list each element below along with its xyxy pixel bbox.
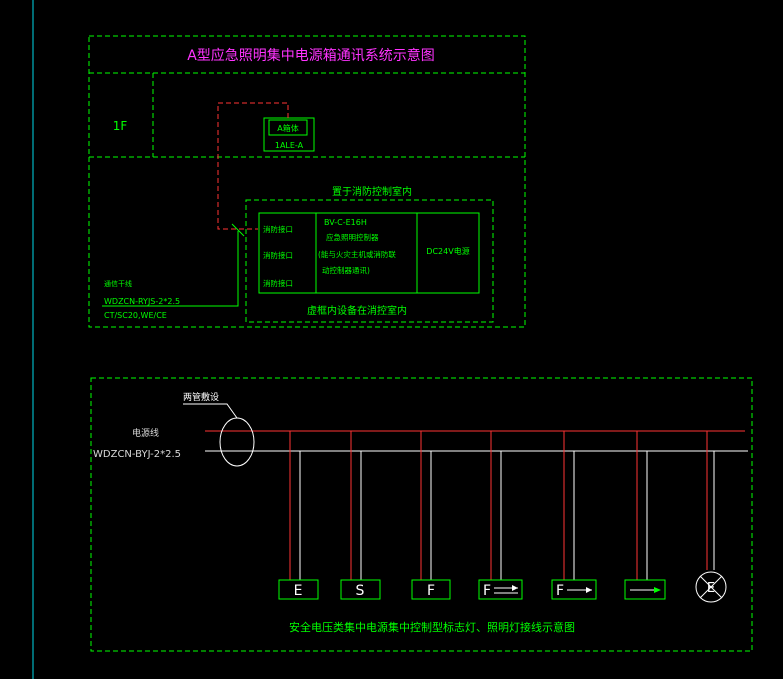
fixture-box-4 <box>478 579 523 600</box>
direction-arrow-icon <box>654 587 661 593</box>
fixture-label-4: F <box>483 583 491 599</box>
a-box-id: 1ALE-A <box>275 141 304 150</box>
fixture-emergency-lamp: E <box>695 571 727 603</box>
a-box-frame <box>263 117 315 152</box>
control-room-note: 虚框内设备在消控室内 <box>307 304 407 317</box>
fixture-box-3 <box>411 579 451 600</box>
fixture-direction-arrow <box>624 579 666 600</box>
bottom-diagram-caption: 安全电压类集中电源集中控制型标志灯、照明灯接线示意图 <box>289 620 575 634</box>
control-room-frame <box>245 199 494 323</box>
controller-box <box>258 212 480 294</box>
floor-label: 1F <box>113 119 128 133</box>
signal-label: 通信干线 <box>104 279 132 288</box>
fixture-box-2 <box>340 579 381 600</box>
fixture-label-7: E <box>707 581 715 596</box>
power-line-label: 电源线 <box>132 427 159 439</box>
bottom-outer-frame <box>90 377 753 652</box>
top-diagram-title: A型应急照明集中电源箱通讯系统示意图 <box>187 47 435 64</box>
double-arrow-head-icon <box>512 585 518 591</box>
port-label-2: 消防接口 <box>263 250 293 260</box>
controller-name: 应急照明控制器 <box>326 232 379 242</box>
fixture-box-1 <box>278 579 319 600</box>
port-label-1: 消防接口 <box>263 224 293 234</box>
fixture-floor-light: F <box>411 579 451 600</box>
bottom-cable-spec: WDZCN-BYJ-2*2.5 <box>93 449 181 460</box>
top-diagram: A型应急照明集中电源箱通讯系统示意图 1F A箱体 1ALE-A 置于消防控制室… <box>88 35 526 328</box>
arrow-head-icon <box>586 587 592 593</box>
fixture-exit-light: E <box>278 579 319 600</box>
fixture-floor-arrow: F <box>551 579 597 600</box>
lamp-cross-2 <box>699 575 723 599</box>
control-room-label: 置于消防控制室内 <box>332 185 412 198</box>
fixture-label-5: F <box>556 583 564 599</box>
controller-model: BV-C-E16H <box>324 218 367 227</box>
fixture-drops <box>289 431 715 580</box>
controller-note-1: (能与火灾主机或消防联 <box>318 249 396 259</box>
fixture-label-2: S <box>356 583 365 599</box>
bottom-diagram: 两管敷设 电源线 WDZCN-BYJ-2*2.5 E S <box>90 377 753 652</box>
a-box-inner <box>268 119 308 136</box>
comm-route-line <box>217 102 289 230</box>
controller-note-2: 动控制器通讯) <box>322 265 370 275</box>
fixture-floor-double-arrow: F <box>478 579 523 600</box>
a-box-label: A箱体 <box>277 123 298 133</box>
trunk-tick <box>231 223 245 237</box>
signal-trunk-line <box>102 231 239 307</box>
power-label: DC24V电源 <box>426 246 469 256</box>
fixture-label-3: F <box>427 583 435 599</box>
fixture-safety-light: S <box>340 579 381 600</box>
top-outer-frame <box>88 35 526 328</box>
top-cable-spec: WDZCN-RYJS-2*2.5 <box>104 297 180 306</box>
conduit-leader <box>183 403 238 419</box>
port-label-3: 消防接口 <box>263 278 293 288</box>
bus-label: 两管敷设 <box>183 391 219 403</box>
fixture-label-1: E <box>294 583 303 599</box>
conduit-spec: CT/SC20,WE/CE <box>104 311 167 320</box>
conduit-ellipse <box>219 417 255 467</box>
